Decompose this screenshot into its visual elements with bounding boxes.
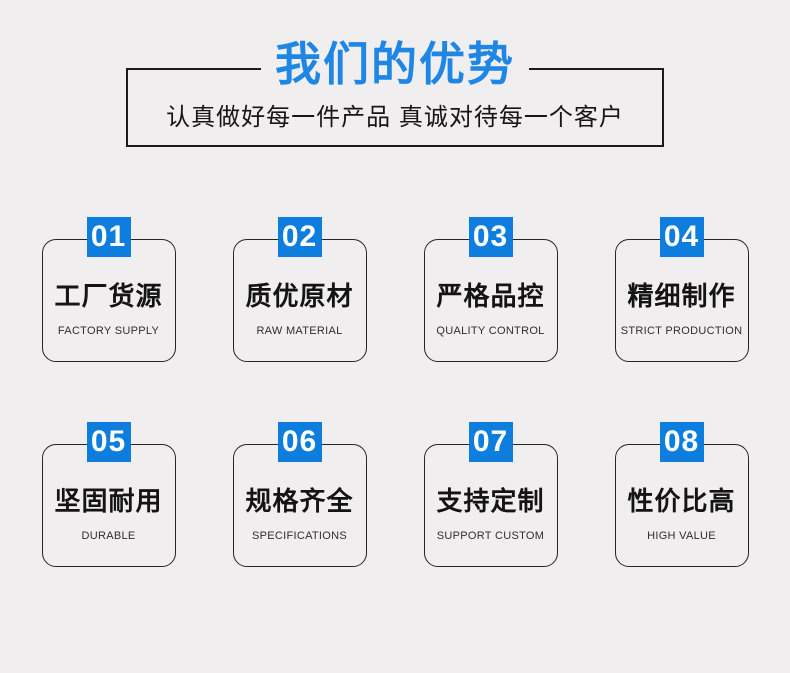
card-body: 规格齐全 SPECIFICATIONS [232, 444, 367, 567]
card-title: 精细制作 [627, 281, 736, 311]
card-subtitle: SUPPORT CUSTOM [436, 530, 545, 542]
card-title: 工厂货源 [54, 281, 163, 311]
card-subtitle: SPECIFICATIONS [251, 530, 348, 542]
advantage-card-8: 08 性价比高 HIGH VALUE [614, 422, 749, 567]
card-title: 坚固耐用 [54, 486, 163, 516]
card-title: 质优原材 [245, 281, 354, 311]
page-title: 我们的优势 [261, 37, 529, 91]
page-subtitle: 认真做好每一件产品 真诚对待每一个客户 [166, 104, 624, 131]
advantage-card-1: 01 工厂货源 FACTORY SUPPLY [41, 217, 176, 362]
card-subtitle: RAW MATERIAL [256, 325, 343, 337]
card-title: 规格齐全 [245, 486, 354, 516]
card-body: 工厂货源 FACTORY SUPPLY [41, 239, 176, 362]
card-body: 严格品控 QUALITY CONTROL [423, 239, 558, 362]
card-subtitle: HIGH VALUE [647, 530, 716, 542]
header-box: 我们的优势 认真做好每一件产品 真诚对待每一个客户 [126, 37, 664, 147]
advantage-card-7: 07 支持定制 SUPPORT CUSTOM [423, 422, 558, 567]
card-subtitle: STRICT PRODUCTION [620, 325, 743, 337]
number-badge: 07 [468, 422, 513, 462]
advantage-card-5: 05 坚固耐用 DURABLE [41, 422, 176, 567]
number-badge: 03 [468, 217, 513, 257]
number-badge: 08 [659, 422, 704, 462]
card-body: 质优原材 RAW MATERIAL [232, 239, 367, 362]
advantage-card-2: 02 质优原材 RAW MATERIAL [232, 217, 367, 362]
card-body: 精细制作 STRICT PRODUCTION [614, 239, 749, 362]
card-body: 坚固耐用 DURABLE [41, 444, 176, 567]
number-badge: 02 [277, 217, 322, 257]
number-badge: 04 [659, 217, 704, 257]
card-subtitle: FACTORY SUPPLY [57, 325, 160, 337]
advantages-section: 我们的优势 认真做好每一件产品 真诚对待每一个客户 01 工厂货源 FACTOR… [0, 37, 790, 567]
number-badge: 06 [277, 422, 322, 462]
advantage-card-4: 04 精细制作 STRICT PRODUCTION [614, 217, 749, 362]
advantage-grid: 01 工厂货源 FACTORY SUPPLY 02 质优原材 RAW MATER… [0, 217, 790, 567]
card-body: 支持定制 SUPPORT CUSTOM [423, 444, 558, 567]
advantage-card-3: 03 严格品控 QUALITY CONTROL [423, 217, 558, 362]
card-body: 性价比高 HIGH VALUE [614, 444, 749, 567]
card-subtitle: DURABLE [81, 530, 136, 542]
advantage-card-6: 06 规格齐全 SPECIFICATIONS [232, 422, 367, 567]
card-title: 性价比高 [627, 486, 736, 516]
number-badge: 01 [86, 217, 131, 257]
card-title: 支持定制 [436, 486, 545, 516]
card-subtitle: QUALITY CONTROL [436, 325, 545, 337]
number-badge: 05 [86, 422, 131, 462]
card-title: 严格品控 [436, 281, 545, 311]
